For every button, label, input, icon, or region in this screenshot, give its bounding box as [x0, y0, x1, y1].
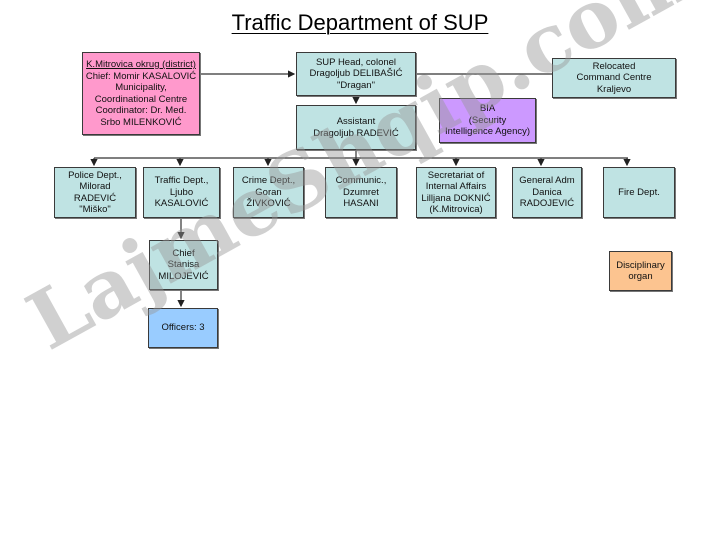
node-fire-dept: Fire Dept.	[603, 167, 675, 218]
node-officers: Officers: 3	[148, 308, 218, 348]
node-police-dept: Police Dept., Milorad RADEVIĆ "Miško"	[54, 167, 136, 218]
node-general-adm: General Adm Danica RADOJEVIĆ	[512, 167, 582, 218]
district-body: Chief: Momir KASALOVIĆ Municipality, Coo…	[85, 70, 197, 128]
node-relocated-command: Relocated Command Centre Kraljevo	[552, 58, 676, 98]
node-traffic-dept: Traffic Dept., Ljubo KASALOVIĆ	[143, 167, 220, 218]
node-bia: BIA (Security Intelligence Agency)	[439, 98, 536, 143]
node-assistant: Assistant Dragoljub RADEVIĆ	[296, 105, 416, 150]
node-disciplinary-organ: Disciplinary organ	[609, 251, 672, 291]
chart-title: Traffic Department of SUP	[231, 10, 489, 35]
node-sup-head: SUP Head, colonel Dragoljub DELIBAŠIĆ "D…	[296, 52, 416, 96]
node-chief: Chief Stanisa MILOJEVIĆ	[149, 240, 218, 290]
node-district: K.Mitrovica okrug (district)Chief: Momir…	[82, 52, 200, 135]
node-crime-dept: Crime Dept., Goran ŽIVKOVIĆ	[233, 167, 304, 218]
node-communic-dept: Communic., Dzumret HASANI	[325, 167, 397, 218]
node-secretariat: Secretariat of Internal Affairs Lilljana…	[416, 167, 496, 218]
district-heading: K.Mitrovica okrug (district)	[86, 59, 196, 70]
